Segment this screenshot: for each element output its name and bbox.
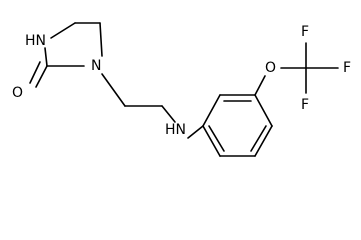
bond-ar-o xyxy=(254,75,266,96)
benzene-ring xyxy=(187,94,273,157)
bond-nh-aryl xyxy=(187,125,204,139)
ethyl-linker xyxy=(101,73,176,123)
atom-label-imidazolidine-nh: HN xyxy=(25,33,46,49)
bond-ar-3 xyxy=(254,94,273,127)
bond-ar-inner-3 xyxy=(208,125,225,152)
bond-carbonyl-1 xyxy=(35,65,48,88)
atom-label-imidazolidine-n: N xyxy=(91,58,101,74)
atom-label-fluorine-bottom: F xyxy=(301,97,309,113)
atom-label-carbonyl-o: O xyxy=(12,85,23,101)
bond-ch2-nh xyxy=(161,105,176,123)
bond-carbonyl-2 xyxy=(29,61,41,84)
chemical-structure-diagram: HN N O HN O F F F xyxy=(12,22,351,157)
bond-ar-inner-2 xyxy=(250,125,267,152)
bond-n-ch2 xyxy=(101,73,126,107)
imidazolidinone-ring xyxy=(29,22,103,88)
bond-ring-ch2-nh xyxy=(50,22,76,39)
atom-label-fluorine-right: F xyxy=(343,60,351,76)
bond-ar-1 xyxy=(202,94,221,127)
atom-label-ether-o: O xyxy=(265,60,276,76)
bond-ar-6 xyxy=(202,125,221,157)
bond-ring-ch2-n xyxy=(99,22,103,57)
bond-ar-4 xyxy=(254,125,273,157)
atom-label-amine-nh: HN xyxy=(165,122,186,138)
atom-label-fluorine-top: F xyxy=(301,24,309,40)
bond-ring-nh-c xyxy=(44,47,48,67)
trifluoromethoxy-group xyxy=(254,42,339,96)
